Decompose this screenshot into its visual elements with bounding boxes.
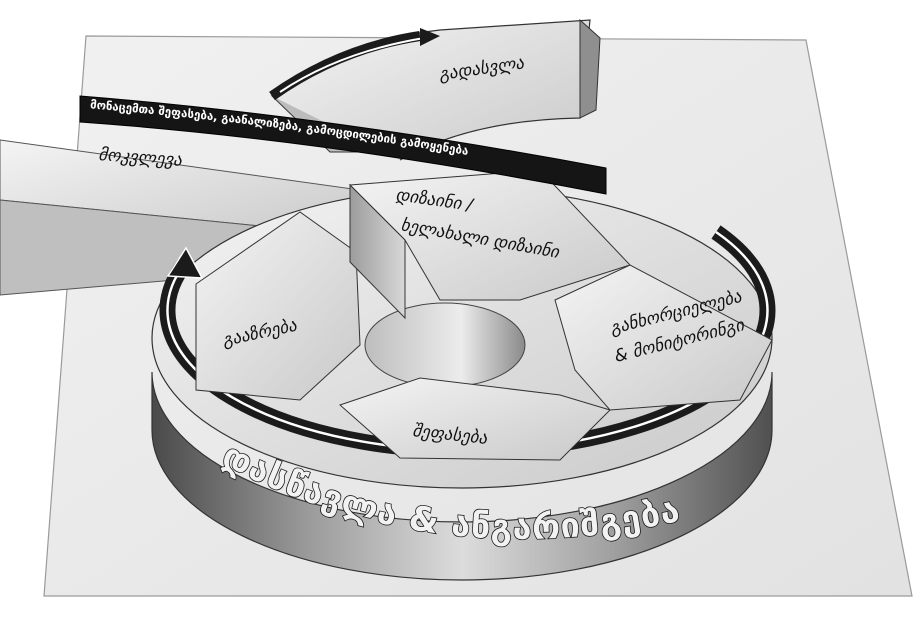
transition-block-end [579, 18, 601, 119]
center-hole [364, 302, 526, 388]
transition-arrowhead [420, 28, 440, 46]
banner-band [79, 95, 607, 195]
segment-implementation [554, 264, 773, 411]
cycle-arrowhead [166, 246, 204, 279]
base-wall [151, 371, 773, 581]
segment-evaluation [339, 377, 611, 461]
segment-design-wall [349, 183, 406, 320]
segment-reflection [195, 211, 361, 401]
transition-arrow-rim-line [279, 37, 425, 93]
transition-arrow-rim [269, 31, 421, 101]
